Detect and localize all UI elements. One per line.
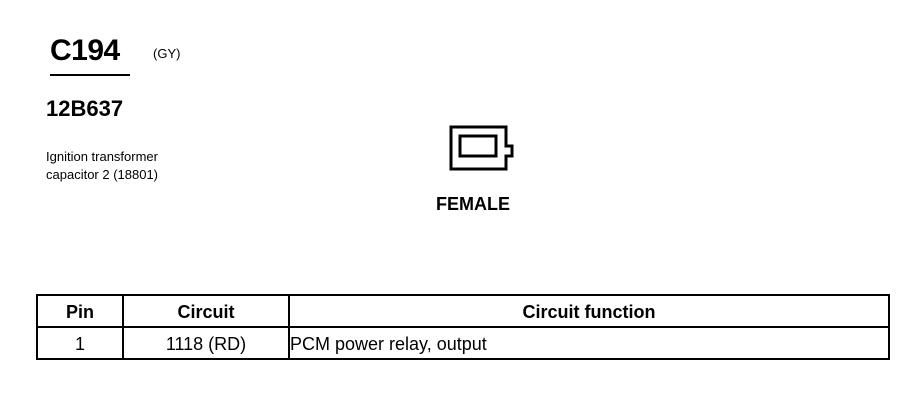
connector-description: Ignition transformer capacitor 2 (18801) <box>46 148 158 184</box>
table-row: 1 1118 (RD) PCM power relay, output <box>36 326 890 360</box>
connector-id: C194 <box>50 34 120 67</box>
header-circuit-function: Circuit function <box>288 294 890 328</box>
header-pin: Pin <box>36 294 124 328</box>
connector-id-underline <box>50 74 130 76</box>
header-circuit: Circuit <box>122 294 290 328</box>
part-number: 12B637 <box>46 96 124 121</box>
female-connector-icon <box>449 125 514 171</box>
description-line-1: Ignition transformer <box>46 149 158 164</box>
description-line-2: capacitor 2 (18801) <box>46 167 159 182</box>
table-header-row: Pin Circuit Circuit function <box>36 294 890 328</box>
pin-table: Pin Circuit Circuit function 1 1118 (RD)… <box>36 294 890 360</box>
cell-circuit-function: PCM power relay, output <box>288 326 890 360</box>
cell-pin: 1 <box>36 326 124 360</box>
cell-circuit: 1118 (RD) <box>122 326 290 360</box>
connector-color-code: (GY) <box>153 46 181 61</box>
connector-gender-label: FEMALE <box>436 194 510 214</box>
